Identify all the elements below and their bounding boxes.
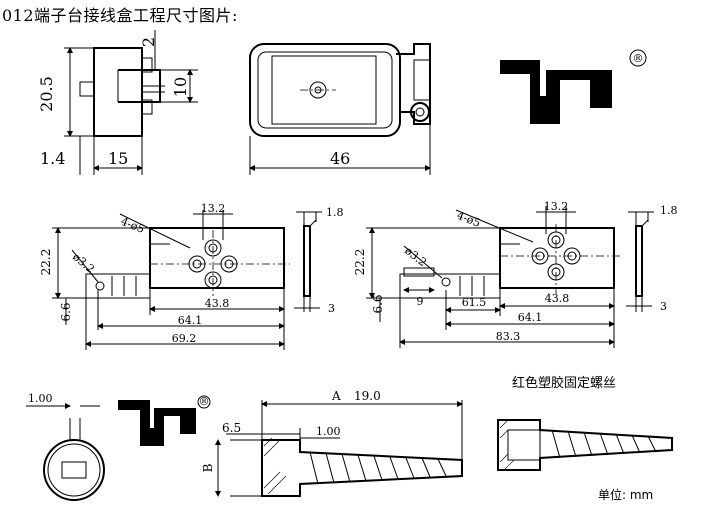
registered-mark-small: ® bbox=[199, 395, 210, 408]
screw-dim-gap: 1.00 bbox=[316, 425, 341, 438]
right-hole-pitch: 13.2 bbox=[544, 200, 569, 213]
left-holes-label: 4-ø5 bbox=[119, 215, 146, 236]
left-pin-dia: ø3.2 bbox=[70, 250, 97, 275]
left-dim-height: 22.2 bbox=[39, 249, 53, 276]
right-holes-label: 4-ø5 bbox=[455, 209, 482, 230]
registered-mark: ® bbox=[633, 52, 644, 65]
right-dim-height: 22.2 bbox=[353, 249, 367, 276]
side-dim-left: 1.4 bbox=[40, 149, 65, 168]
right-dim-66: 6.6 bbox=[371, 294, 385, 313]
left-dim-692: 69.2 bbox=[172, 332, 197, 345]
top-dim-width: 46 bbox=[330, 149, 350, 168]
screw-dim-length: 19.0 bbox=[354, 389, 381, 403]
screw-head-view: 1.00 bbox=[26, 392, 105, 501]
right-dim-833: 83.3 bbox=[496, 330, 521, 343]
screw-head-dim-gap: 1.00 bbox=[28, 392, 53, 405]
left-hole-pitch: 13.2 bbox=[201, 202, 226, 215]
side-dim-top: 2 bbox=[139, 37, 158, 47]
right-dim-9: 9 bbox=[417, 295, 424, 308]
right-plate-drawing: 13.2 4-ø5 22.2 ø3.2 6.6 9 61.5 43.8 64.1… bbox=[353, 200, 678, 348]
brand-logo-small: ® bbox=[118, 395, 211, 446]
screw-side-view: A 19.0 6.5 1.00 B bbox=[201, 389, 463, 497]
top-view: 46 bbox=[249, 43, 431, 175]
right-pin-dia: ø3.2 bbox=[402, 244, 429, 269]
screw-dim-head: 6.5 bbox=[222, 421, 241, 435]
right-side-thk-bottom: 3 bbox=[660, 300, 667, 313]
screw-dim-A: A bbox=[331, 389, 341, 403]
left-dim-438: 43.8 bbox=[205, 297, 230, 310]
right-side-thk-top: 1.8 bbox=[660, 204, 678, 217]
side-dim-inner: 10 bbox=[171, 77, 190, 97]
screw-dim-B: B bbox=[201, 463, 215, 472]
right-dim-641: 64.1 bbox=[518, 311, 543, 324]
left-plate-drawing: 13.2 4-ø5 22.2 ø3.2 6.6 43.8 64.1 69.2 1… bbox=[39, 202, 344, 350]
left-dim-641: 64.1 bbox=[178, 314, 203, 327]
left-dim-66: 6.6 bbox=[59, 302, 73, 321]
drawing-title: 012端子台接线盒工程尺寸图片: bbox=[2, 6, 238, 25]
left-side-thk-bottom: 3 bbox=[328, 302, 335, 315]
brand-logo: ® bbox=[500, 49, 647, 124]
right-dim-615: 61.5 bbox=[462, 296, 487, 309]
side-dim-total: 20.5 bbox=[37, 76, 56, 112]
screw-caption: 红色塑胶固定螺丝 bbox=[512, 376, 617, 391]
unit-label: 单位: mm bbox=[598, 488, 654, 502]
side-view: 20.5 10 2 1.4 15 bbox=[37, 30, 198, 175]
screw-section-view bbox=[497, 419, 673, 471]
left-side-thk-top: 1.8 bbox=[326, 206, 344, 219]
right-dim-438: 43.8 bbox=[545, 292, 570, 305]
side-dim-width: 15 bbox=[108, 149, 128, 168]
